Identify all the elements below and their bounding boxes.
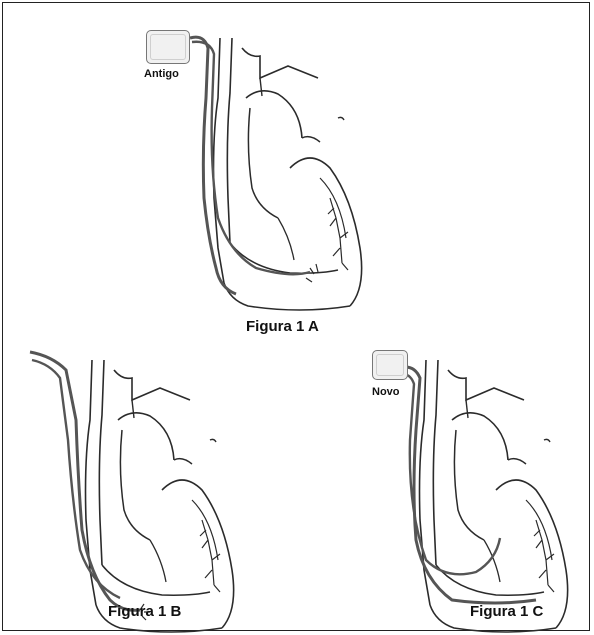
heart-diagram-a bbox=[190, 37, 362, 310]
caption-figure-1a: Figura 1 A bbox=[246, 318, 319, 335]
new-pacemaker-device bbox=[372, 350, 408, 380]
old-device-label: Antigo bbox=[144, 68, 179, 80]
caption-figure-1c: Figura 1 C bbox=[470, 603, 543, 620]
heart-diagram-b bbox=[30, 352, 234, 632]
heart-diagram-c bbox=[398, 360, 568, 632]
old-pacemaker-device bbox=[146, 30, 190, 64]
new-device-label: Novo bbox=[372, 386, 400, 398]
caption-figure-1b: Figura 1 B bbox=[108, 603, 181, 620]
